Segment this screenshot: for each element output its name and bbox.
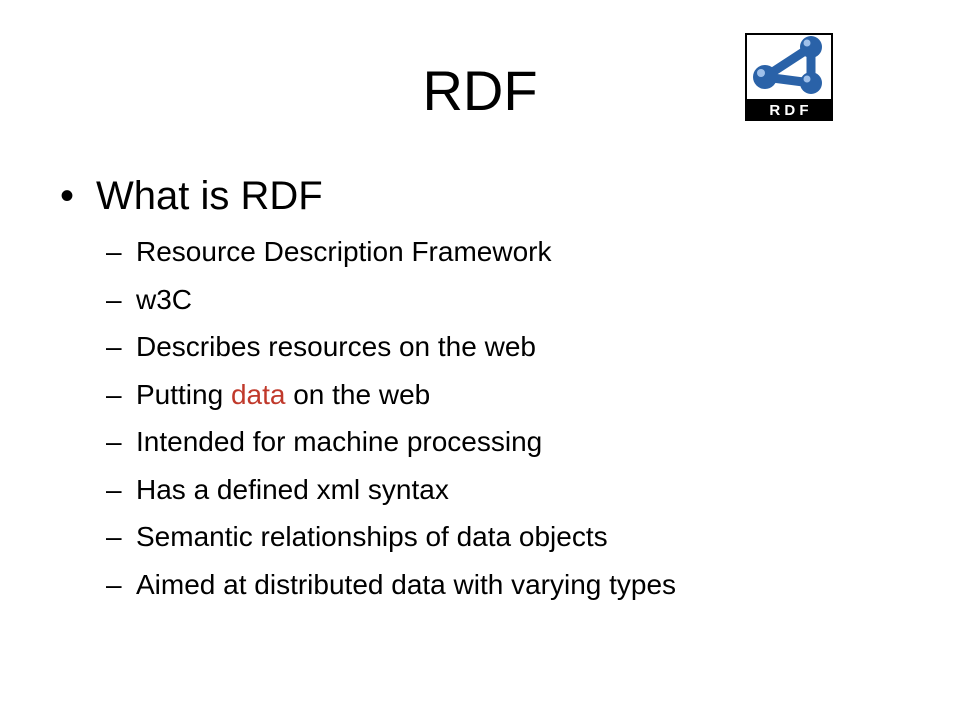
list-item-text: Aimed at distributed data with varying t…	[136, 568, 677, 600]
dash-symbol: –	[106, 521, 122, 552]
list-item: – Putting data on the web	[60, 375, 940, 423]
list-item-text: w3C	[136, 283, 193, 315]
list-item-text: Putting data on the web	[136, 375, 430, 415]
list-item-text: Intended for machine processing	[136, 426, 543, 457]
dash-symbol: –	[106, 473, 122, 505]
sub-bullet-list: – Resource Description Framework – w3C –…	[60, 232, 940, 612]
list-item: – Describes resources on the web	[60, 327, 940, 375]
dash-symbol: –	[106, 283, 122, 315]
rdf-logo-icon: R D F	[745, 33, 833, 121]
list-item: – Resource Description Framework	[60, 232, 940, 280]
dash-symbol: –	[106, 426, 122, 457]
dash-symbol: –	[106, 236, 122, 267]
dash-symbol: –	[106, 378, 122, 410]
logo-text: R D F	[769, 102, 808, 119]
list-item-text: Semantic relationships of data objects	[136, 521, 608, 552]
main-bullet: • What is RDF	[60, 170, 940, 222]
list-item: – w3C	[60, 280, 940, 328]
main-bullet-text: What is RDF	[96, 174, 323, 218]
list-item: – Intended for machine processing	[60, 422, 940, 470]
slide-content: • What is RDF – Resource Description Fra…	[60, 170, 940, 612]
dash-symbol: –	[106, 568, 122, 600]
list-item: – Has a defined xml syntax	[60, 470, 940, 518]
list-item-text-before: Putting	[136, 378, 231, 410]
dash-symbol: –	[106, 331, 122, 362]
highlighted-word: data	[230, 378, 286, 410]
list-item-text: Resource Description Framework	[136, 236, 552, 267]
list-item-text-after: on the web	[285, 378, 431, 410]
rdf-logo: R D F	[745, 33, 833, 121]
list-item-text: Describes resources on the web	[136, 331, 536, 362]
list-item: – Aimed at distributed data with varying…	[60, 565, 940, 613]
list-item-text: Has a defined xml syntax	[136, 473, 449, 505]
slide-title: RDF	[422, 59, 538, 122]
bullet-symbol: •	[60, 174, 75, 218]
list-item: – Semantic relationships of data objects	[60, 517, 940, 565]
